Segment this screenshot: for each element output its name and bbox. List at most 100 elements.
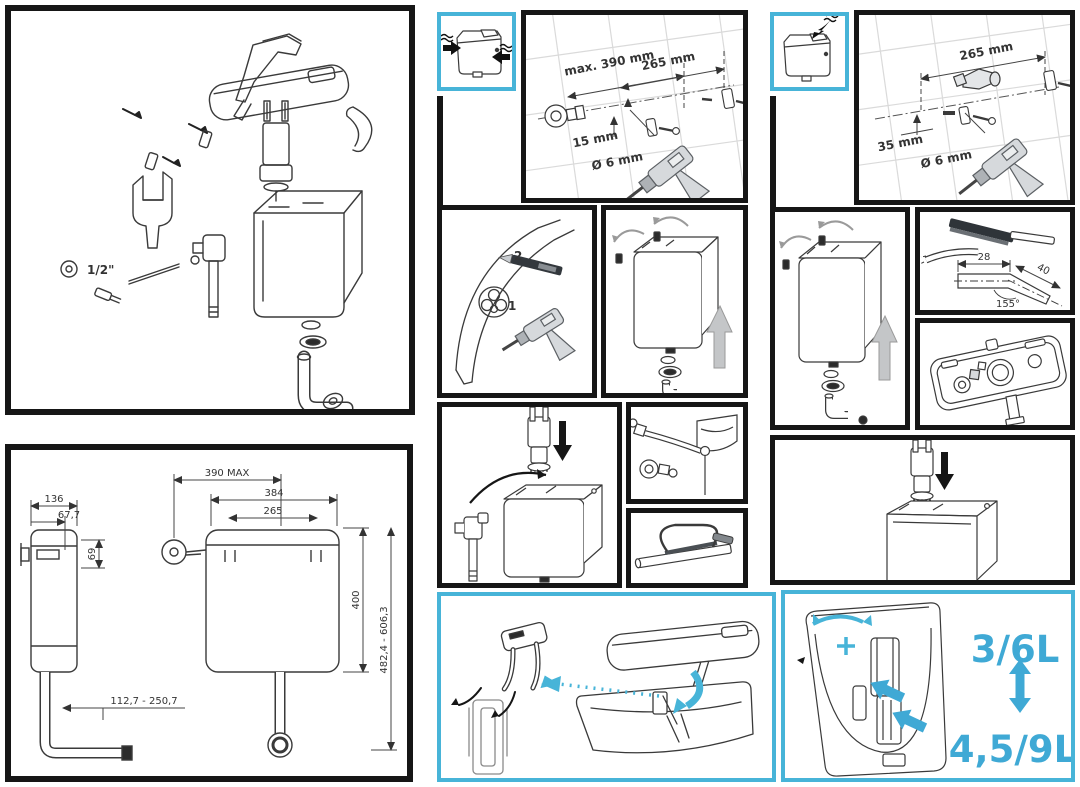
panel-fit-valves bbox=[437, 402, 622, 588]
top-inlet-arrow-icon bbox=[812, 16, 839, 39]
tank-tiny-arrow bbox=[797, 657, 805, 664]
clip-arrow-right bbox=[818, 220, 854, 231]
wall-plug-and-screw bbox=[943, 70, 1070, 125]
pipe-profile bbox=[954, 273, 1063, 307]
wall-flange bbox=[639, 459, 678, 479]
rotate-arrow-icon bbox=[469, 471, 547, 504]
up-arrow-icon bbox=[871, 314, 898, 381]
insert-dashed-arrow-icon bbox=[540, 675, 660, 698]
volume-alt-label: 4,5/9L bbox=[949, 728, 1071, 771]
panel-lever-lid-assembly bbox=[437, 592, 776, 782]
half-inch-label: 1/2" bbox=[87, 263, 114, 277]
adjust-cyan-marks bbox=[812, 614, 872, 655]
side-outlet-pipe bbox=[39, 672, 122, 759]
screws bbox=[122, 108, 208, 167]
panel-insert-clips-pipe-2 bbox=[770, 207, 910, 430]
side-view bbox=[20, 529, 133, 761]
knife-icon bbox=[498, 253, 563, 276]
volume-dual-label: 3/6L bbox=[971, 628, 1060, 671]
fill-valve-part bbox=[192, 234, 226, 318]
rotate-cyan-arrow-icon bbox=[684, 669, 704, 709]
fixing-plugs bbox=[144, 129, 213, 171]
dim-inlet-offset: 67,7 bbox=[58, 510, 80, 521]
drill-icon bbox=[624, 145, 711, 198]
gasket-large bbox=[299, 335, 327, 349]
insert-flush-valve-illustration bbox=[886, 440, 998, 580]
dim-drill-bit: Ø 6 mm bbox=[590, 149, 644, 173]
clip-right bbox=[653, 231, 661, 242]
side-inlet-cistern-icon bbox=[441, 29, 512, 78]
front-view bbox=[161, 529, 340, 758]
flush-volume-illustration: 3/6L 4,5/9L bbox=[797, 602, 1071, 777]
flush-valve-part bbox=[259, 100, 293, 202]
dim-offset: 15 mm bbox=[571, 128, 619, 150]
wall-plug-and-screw bbox=[645, 88, 743, 137]
toggle-arrow-icon bbox=[1009, 659, 1031, 713]
dim-body-height: 400 bbox=[351, 590, 362, 609]
divider-bar bbox=[437, 96, 443, 205]
button-hole bbox=[986, 358, 1014, 387]
dim-straight: 28 bbox=[978, 252, 991, 263]
panel-dimensions: 390 MAX 384 265 136 67,7 69 400 482,4 - … bbox=[5, 444, 413, 782]
drill-icon bbox=[501, 308, 576, 362]
clips-pipe-illustration bbox=[612, 216, 733, 393]
panel-cut-inlet-hole: 2 1 bbox=[437, 205, 597, 398]
lid-underside-illustration bbox=[930, 335, 1067, 425]
inlet-hole bbox=[478, 286, 510, 318]
drill-icon bbox=[958, 138, 1045, 198]
tile-grid bbox=[859, 15, 1070, 200]
flush-pipe-part bbox=[296, 350, 354, 409]
dim-angle: 155° bbox=[996, 299, 1020, 310]
mounting-axis bbox=[874, 86, 1060, 120]
cutting-tool-icon bbox=[948, 218, 1055, 246]
handwheel bbox=[161, 539, 207, 565]
clip-left bbox=[615, 253, 623, 264]
inlet-valve-stub bbox=[20, 543, 60, 566]
right-inlet-arrow-icon bbox=[492, 43, 512, 64]
drill-side-illustration: max. 390 mm 265 mm 15 mm Ø 6 mm bbox=[526, 15, 743, 198]
open-tank bbox=[633, 236, 719, 354]
gasket-large bbox=[821, 379, 845, 393]
attach-arrow-right bbox=[498, 691, 516, 717]
fit-valves-illustration bbox=[454, 407, 603, 583]
clip-right bbox=[818, 235, 826, 246]
clips-pipe-illustration-2 bbox=[779, 220, 898, 425]
tank-front-section bbox=[575, 681, 754, 754]
left-inlet-arrow-icon bbox=[441, 33, 461, 55]
panel-exploded-view: 1/2" bbox=[5, 5, 415, 415]
down-arrow-icon bbox=[553, 421, 572, 461]
flush-pipe bbox=[824, 393, 868, 425]
washer-part bbox=[60, 260, 78, 278]
dim-width-max: 390 MAX bbox=[205, 468, 250, 479]
panel-cut-pipe-saw bbox=[626, 508, 748, 588]
panel-flush-volume: 3/6L 4,5/9L bbox=[781, 590, 1075, 782]
flush-valve-top bbox=[468, 699, 508, 775]
divider-bar bbox=[770, 96, 776, 207]
flush-valve bbox=[910, 440, 934, 501]
cut-hole-illustration: 2 1 bbox=[455, 219, 576, 385]
dim-inlet-height: 69 bbox=[87, 548, 98, 561]
gasket-small bbox=[301, 320, 321, 330]
pipe-cutting-illustration: 28 40 155° bbox=[920, 218, 1063, 310]
tank-body-part bbox=[253, 190, 363, 318]
fill-valve bbox=[454, 512, 489, 582]
angle-valve bbox=[952, 68, 1001, 90]
dim-outlet-range: 112,7 - 250,7 bbox=[110, 696, 177, 707]
panel-drill-top-inlet: 265 mm 35 mm Ø 6 mm bbox=[854, 10, 1075, 205]
water-connection-illustration bbox=[631, 414, 738, 495]
mechanism-parts bbox=[940, 338, 1046, 394]
bolt-part bbox=[94, 287, 122, 304]
clip-left bbox=[782, 259, 790, 270]
top-inlet-cistern-icon bbox=[783, 16, 839, 82]
mounting-axis bbox=[537, 84, 735, 120]
hacksaw-icon bbox=[659, 523, 734, 555]
tank-corner bbox=[696, 414, 738, 452]
open-tank bbox=[798, 241, 882, 368]
dim-lid-width: 384 bbox=[264, 488, 283, 499]
drill-top-illustration: 265 mm 35 mm Ø 6 mm bbox=[859, 15, 1070, 200]
clip-arrow-right bbox=[653, 216, 689, 227]
clamp-part bbox=[345, 106, 373, 153]
dim-spacing: 265 mm bbox=[958, 39, 1014, 63]
dimension-drawing: 390 MAX 384 265 136 67,7 69 400 482,4 - … bbox=[20, 468, 397, 761]
panel-water-connection bbox=[626, 402, 748, 504]
